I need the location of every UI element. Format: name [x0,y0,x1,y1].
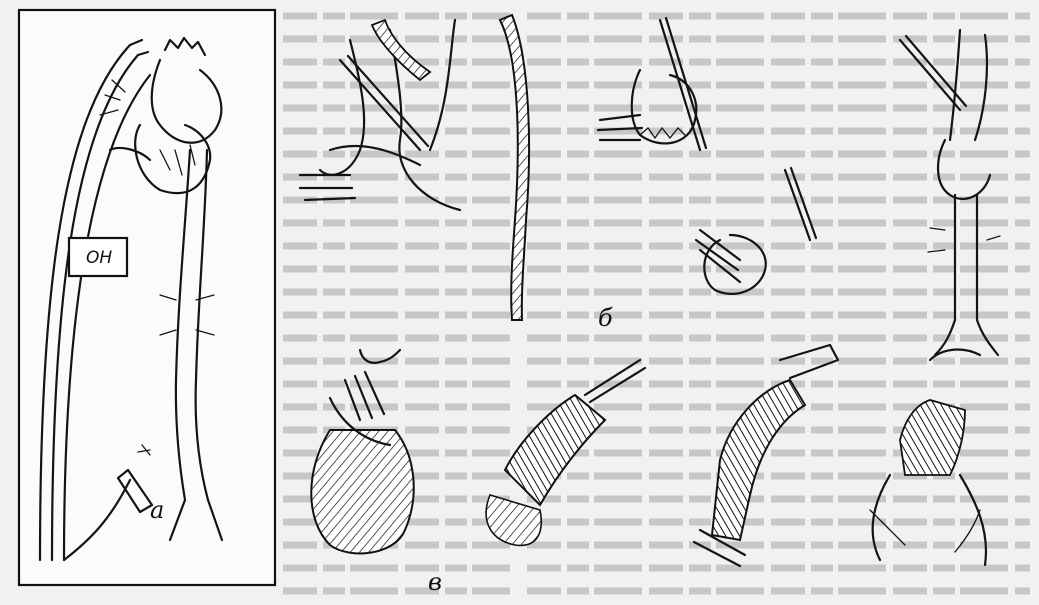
panel-label-a: а [150,496,164,524]
panel-label-v: в [428,568,442,596]
figure-panel-a: ОН а [19,10,275,585]
panel-label-b: б [598,304,613,332]
oxygenator-label: ОН [86,248,112,268]
